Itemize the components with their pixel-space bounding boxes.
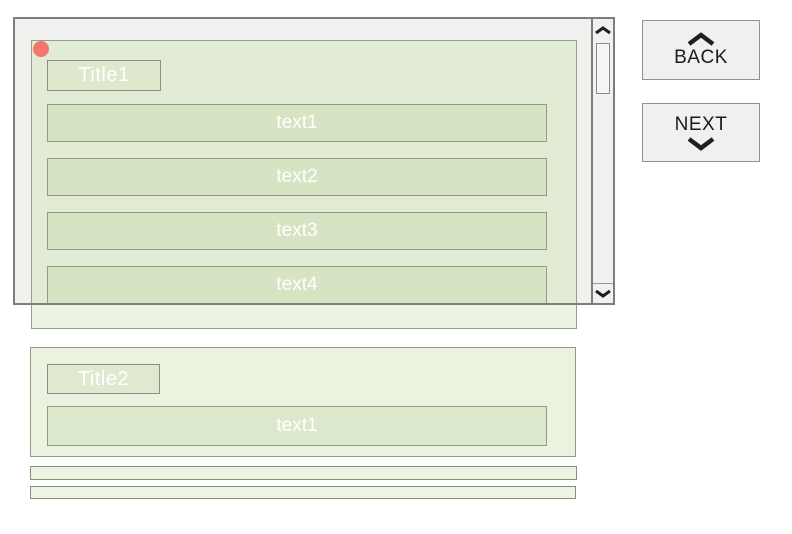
viewport-bottom-border <box>13 303 615 305</box>
list-item[interactable]: text2 <box>47 158 547 196</box>
back-button-label: BACK <box>674 47 728 68</box>
next-button-label: NEXT <box>674 113 728 135</box>
chevron-down-icon <box>595 289 611 298</box>
scroll-down-button[interactable] <box>593 283 613 303</box>
list-item-label: text4 <box>276 274 318 295</box>
panel-1-title: Title1 <box>78 64 130 86</box>
panel-1: Title1 text1 text2 text3 text4 <box>31 40 577 329</box>
back-button[interactable]: BACK <box>642 20 760 80</box>
list-item[interactable]: text1 <box>47 104 547 142</box>
scroll-up-button[interactable] <box>593 19 613 41</box>
chevron-up-icon <box>687 32 715 46</box>
red-dot <box>33 41 49 57</box>
placeholder-strip <box>30 486 576 499</box>
panel-2: Title2 text1 <box>30 347 576 457</box>
list-item-label: text1 <box>276 415 318 436</box>
list-item-label: text2 <box>276 166 318 187</box>
panel-1-title-box: Title1 <box>47 60 161 91</box>
list-item[interactable]: text3 <box>47 212 547 250</box>
list-item-label: text1 <box>276 112 318 133</box>
panel-1-footer <box>32 304 576 328</box>
list-item[interactable]: text4 <box>47 266 547 304</box>
panel-2-title-box: Title2 <box>47 364 160 394</box>
vertical-scrollbar[interactable] <box>591 17 615 305</box>
scrollbar-thumb[interactable] <box>596 43 610 94</box>
panel-2-title: Title2 <box>77 367 130 390</box>
chevron-down-icon <box>687 136 715 151</box>
next-button[interactable]: NEXT <box>642 103 760 162</box>
placeholder-strip <box>30 466 577 480</box>
list-item-label: text3 <box>276 220 318 241</box>
list-item[interactable]: text1 <box>47 406 547 446</box>
chevron-up-icon <box>595 26 611 35</box>
